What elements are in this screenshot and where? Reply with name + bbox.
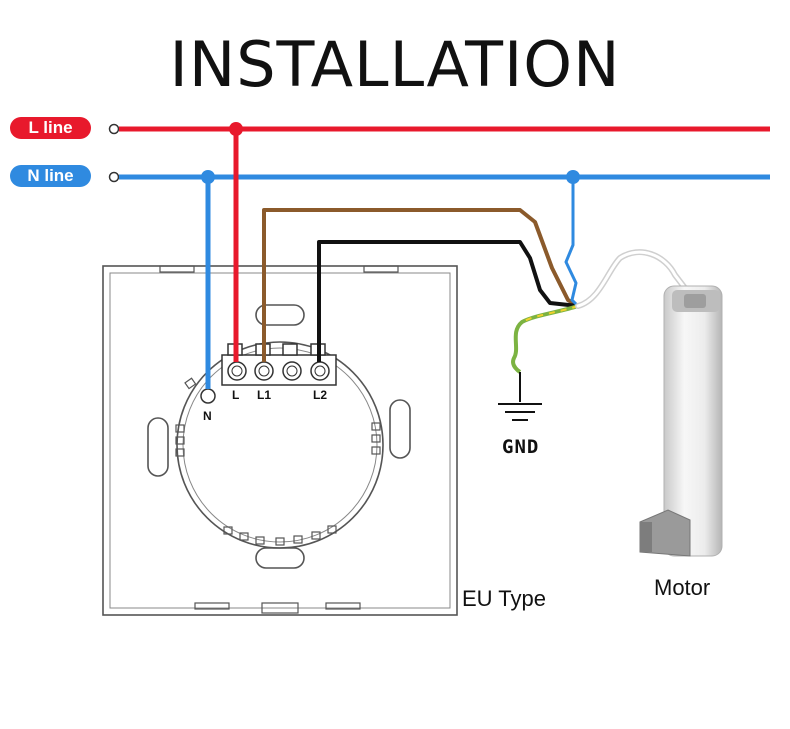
earth-wire bbox=[511, 304, 579, 374]
terminal-l2 bbox=[310, 361, 330, 381]
terminal-n-label: N bbox=[203, 409, 212, 423]
motor-neutral-junction-dot bbox=[566, 170, 580, 184]
motor-neutral-wire bbox=[564, 177, 580, 308]
neutral-junction-dot bbox=[201, 170, 215, 184]
terminal-n bbox=[200, 388, 216, 404]
n-line-start-terminal bbox=[108, 171, 120, 183]
l2-black-wire bbox=[317, 240, 579, 362]
live-junction-dot bbox=[229, 122, 243, 136]
terminal-l2-label: L2 bbox=[313, 388, 328, 402]
l1-brown-wire bbox=[262, 208, 580, 362]
l-line-start-terminal bbox=[108, 123, 120, 135]
title: INSTALLATION bbox=[169, 28, 621, 101]
terminal-l1 bbox=[254, 361, 274, 381]
terminal-spare bbox=[282, 361, 302, 381]
motor-body bbox=[639, 285, 723, 557]
gnd-label: GND bbox=[502, 436, 540, 458]
switch-plate bbox=[102, 265, 458, 616]
n-line-label: N line bbox=[10, 165, 91, 187]
terminal-l bbox=[227, 361, 247, 381]
l-line-label: L line bbox=[10, 117, 91, 139]
eu-type-label: EU Type bbox=[462, 586, 546, 611]
terminal-l-label: L bbox=[232, 388, 240, 402]
terminal-l1-label: L1 bbox=[257, 388, 272, 402]
motor-label: Motor bbox=[654, 575, 711, 600]
ground-symbol bbox=[498, 403, 542, 421]
